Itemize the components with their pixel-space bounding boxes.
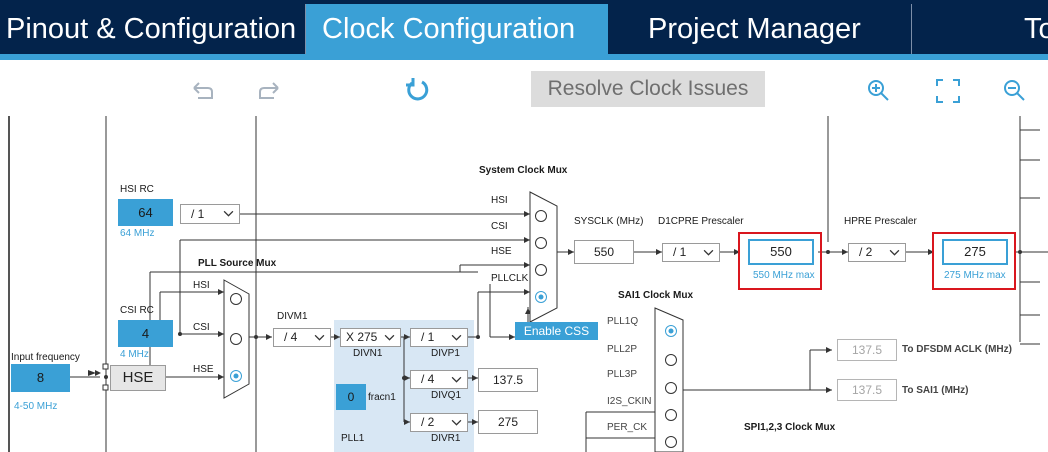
enable-css-button[interactable]: Enable CSS	[515, 322, 598, 340]
hpre-warning-frame	[932, 232, 1016, 290]
divm1-select[interactable]: / 4	[273, 328, 331, 347]
hsi-rc-title: HSI RC	[120, 184, 154, 195]
d1cpre-warning-frame	[738, 232, 822, 290]
hpre-select[interactable]: / 2	[848, 243, 906, 262]
sai1-pll1q-label: PLL1Q	[607, 316, 639, 327]
divr1-select[interactable]: / 2	[410, 413, 468, 432]
divq1-output: 137.5	[478, 368, 538, 392]
chevron-down-icon	[451, 419, 462, 426]
d1cpre-output[interactable]: 550	[748, 239, 814, 265]
tab-clock-configuration[interactable]: Clock Configuration	[306, 4, 608, 54]
hse-button[interactable]: HSE	[110, 365, 166, 391]
sysmux-hse-label: HSE	[491, 246, 512, 257]
chevron-down-icon	[314, 334, 325, 341]
spi123-clock-mux-title: SPI1,2,3 Clock Mux	[744, 422, 836, 433]
input-frequency-field[interactable]: 8	[11, 364, 70, 392]
d1cpre-max: 550 MHz max	[753, 270, 815, 281]
zoom-in-icon[interactable]	[866, 78, 892, 104]
hpre-label: HPRE Prescaler	[844, 216, 917, 227]
fit-screen-icon[interactable]	[935, 78, 961, 104]
pll-source-csi-label: CSI	[193, 322, 210, 333]
sysmux-csi-label: CSI	[491, 221, 508, 232]
refresh-icon[interactable]	[404, 76, 432, 104]
chevron-down-icon	[703, 249, 714, 256]
divq1-select[interactable]: / 4	[410, 370, 468, 389]
divp1-select[interactable]: / 1	[410, 328, 468, 347]
undo-icon[interactable]	[190, 78, 216, 102]
divn1-label: DIVN1	[353, 348, 383, 359]
sysclk-value: 550	[574, 240, 634, 264]
pll-source-hse-label: HSE	[193, 364, 214, 375]
dfsdm-aclk-value: 137.5	[837, 339, 897, 361]
divr1-output: 275	[478, 410, 538, 434]
chevron-down-icon	[384, 334, 395, 341]
clock-tree-wiring	[8, 116, 1048, 452]
sysmux-pllclk-label: PLLCLK	[491, 273, 529, 284]
hsi-divider-select[interactable]: / 1	[180, 204, 240, 224]
input-frequency-label: Input frequency	[11, 352, 80, 363]
chevron-down-icon	[451, 376, 462, 383]
sai1-per-ck-label: PER_CK	[607, 422, 648, 433]
resolve-clock-issues-button[interactable]: Resolve Clock Issues	[531, 71, 765, 107]
chevron-down-icon	[223, 210, 234, 217]
hsi-rc-freq: 64 MHz	[120, 228, 155, 239]
sai1-pll3p-label: PLL3P	[607, 369, 638, 380]
tab-pinout-configuration[interactable]: Pinout & Configuration	[0, 4, 306, 54]
toolbar	[0, 60, 1048, 112]
csi-rc-title: CSI RC	[120, 305, 154, 316]
csi-rc-freq: 4 MHz	[120, 349, 149, 360]
pll1-label: PLL1	[341, 433, 365, 444]
sai1-output-value: 137.5	[837, 379, 897, 401]
sysmux-hsi-label: HSI	[491, 195, 508, 206]
tab-tools[interactable]: Tools	[1024, 13, 1048, 45]
hpre-max: 275 MHz max	[944, 270, 1006, 281]
fracn1-field[interactable]: 0	[336, 384, 366, 410]
chevron-down-icon	[451, 334, 462, 341]
top-tab-bar: Pinout & Configuration Clock Configurati…	[0, 0, 1048, 54]
pll-source-mux-title: PLL Source Mux	[198, 258, 277, 269]
hsi-rc-value: 64	[118, 199, 173, 226]
system-clock-mux-title: System Clock Mux	[479, 165, 568, 176]
sai1-i2s-ckin-label: I2S_CKIN	[607, 396, 652, 407]
zoom-out-icon[interactable]	[1002, 78, 1028, 104]
divp1-label: DIVP1	[431, 348, 460, 359]
fracn1-label: fracn1	[368, 392, 396, 403]
divn1-select[interactable]: X 275	[340, 328, 401, 347]
sai1-clock-mux-title: SAI1 Clock Mux	[618, 290, 694, 301]
divq1-label: DIVQ1	[431, 390, 462, 401]
input-frequency-range: 4-50 MHz	[14, 401, 58, 412]
tab-project-manager[interactable]: Project Manager	[608, 4, 912, 54]
sai1-output-label: To SAI1 (MHz)	[902, 385, 969, 396]
sysclk-label: SYSCLK (MHz)	[574, 216, 644, 227]
d1cpre-label: D1CPRE Prescaler	[658, 216, 744, 227]
tab-underline	[0, 54, 1048, 60]
redo-icon[interactable]	[256, 78, 282, 102]
divm1-label: DIVM1	[277, 311, 308, 322]
sai1-pll2p-label: PLL2P	[607, 344, 638, 355]
chevron-down-icon	[889, 249, 900, 256]
divr1-label: DIVR1	[431, 433, 461, 444]
hpre-output[interactable]: 275	[942, 239, 1008, 265]
d1cpre-select[interactable]: / 1	[662, 243, 720, 262]
csi-rc-value: 4	[118, 320, 173, 347]
pll-source-hsi-label: HSI	[193, 280, 210, 291]
dfsdm-aclk-label: To DFSDM ACLK (MHz)	[902, 344, 1012, 355]
